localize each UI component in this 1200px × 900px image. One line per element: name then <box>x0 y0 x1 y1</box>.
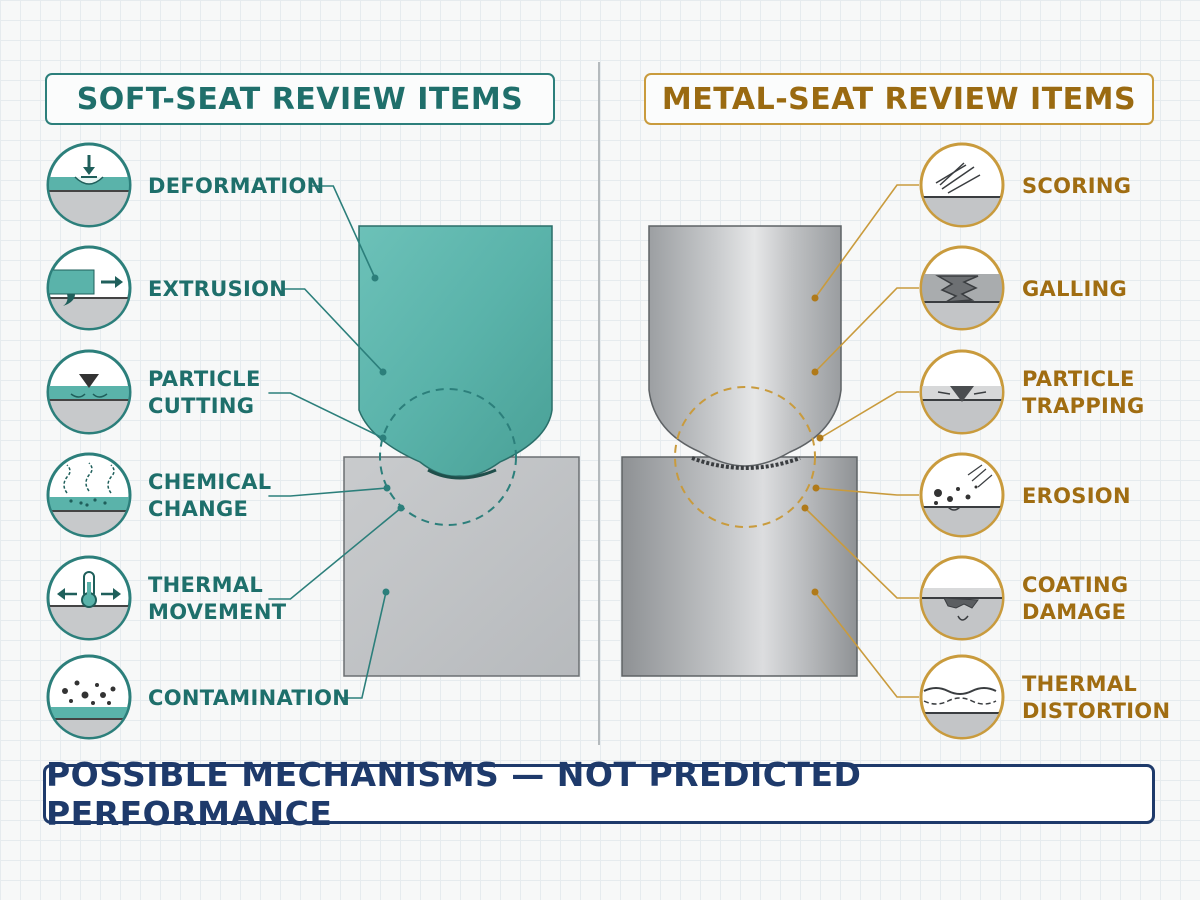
soft-item-label: EXTRUSION <box>148 276 288 301</box>
soft-leader-line <box>268 507 402 600</box>
scoring-icon <box>919 142 1005 228</box>
soft-item-label: DEFORMATION <box>148 173 325 198</box>
extrusion-icon <box>46 245 132 331</box>
soft-item-label: CONTAMINATION <box>148 685 351 710</box>
metal-leader-dot <box>811 588 819 596</box>
metal-seat-plug <box>648 225 842 467</box>
contamination-icon <box>46 654 132 740</box>
metal-leader-dot <box>811 294 819 302</box>
erosion-icon <box>919 452 1005 538</box>
metal-item-label: PARTICLE TRAPPING <box>1022 367 1145 418</box>
thermal-movement-icon <box>46 555 132 641</box>
metal-seat-title: METAL-SEAT REVIEW ITEMS <box>644 73 1154 125</box>
particle-cutting-icon <box>46 349 132 435</box>
metal-leader-line <box>814 287 919 373</box>
metal-item-label: GALLING <box>1022 276 1127 301</box>
soft-leader-line <box>339 591 387 699</box>
metal-item-label: EROSION <box>1022 483 1131 508</box>
particle-trapping-icon <box>919 349 1005 435</box>
metal-leader-line <box>804 507 919 599</box>
metal-item-label: COATING DAMAGE <box>1022 573 1129 624</box>
soft-seat-plug <box>358 225 553 477</box>
galling-icon <box>919 245 1005 331</box>
thermal-distortion-icon <box>919 654 1005 740</box>
soft-leader-line <box>311 185 376 279</box>
metal-leader-line <box>819 391 919 439</box>
soft-leader-dot <box>379 368 387 376</box>
soft-leader-dot <box>383 484 391 492</box>
center-divider <box>598 62 600 745</box>
coating-damage-icon <box>919 555 1005 641</box>
soft-leader-line <box>268 392 384 439</box>
metal-item-label: THERMAL DISTORTION <box>1022 672 1171 723</box>
metal-seat-base-block <box>621 456 858 677</box>
soft-seat-illustration <box>343 225 580 677</box>
footer-disclaimer: POSSIBLE MECHANISMS — NOT PREDICTED PERF… <box>43 755 1155 833</box>
metal-leader-line <box>814 184 919 299</box>
chemical-change-icon <box>46 452 132 538</box>
soft-leader-dot <box>397 504 405 512</box>
soft-leader-dot <box>371 274 379 282</box>
soft-leader-line <box>268 487 388 497</box>
metal-leader-dot <box>812 484 820 492</box>
deformation-icon <box>46 142 132 228</box>
metal-leader-dot <box>801 504 809 512</box>
metal-leader-dot <box>816 434 824 442</box>
soft-leader-line <box>282 288 384 373</box>
soft-leader-dot <box>382 588 390 596</box>
soft-seat-base-block <box>343 456 580 677</box>
soft-item-label: PARTICLE CUTTING <box>148 367 261 418</box>
metal-seat-illustration <box>621 225 858 677</box>
soft-seat-title: SOFT-SEAT REVIEW ITEMS <box>45 73 555 125</box>
soft-item-label: CHEMICAL CHANGE <box>148 470 272 521</box>
soft-leader-dot <box>379 434 387 442</box>
soft-item-label: THERMAL MOVEMENT <box>148 573 287 624</box>
metal-leader-dot <box>811 368 819 376</box>
soft-seat-detail-circle <box>379 388 517 526</box>
metal-leader-line <box>815 487 919 496</box>
metal-leader-line <box>814 591 919 698</box>
metal-seat-detail-circle <box>674 386 816 528</box>
metal-item-label: SCORING <box>1022 173 1132 198</box>
